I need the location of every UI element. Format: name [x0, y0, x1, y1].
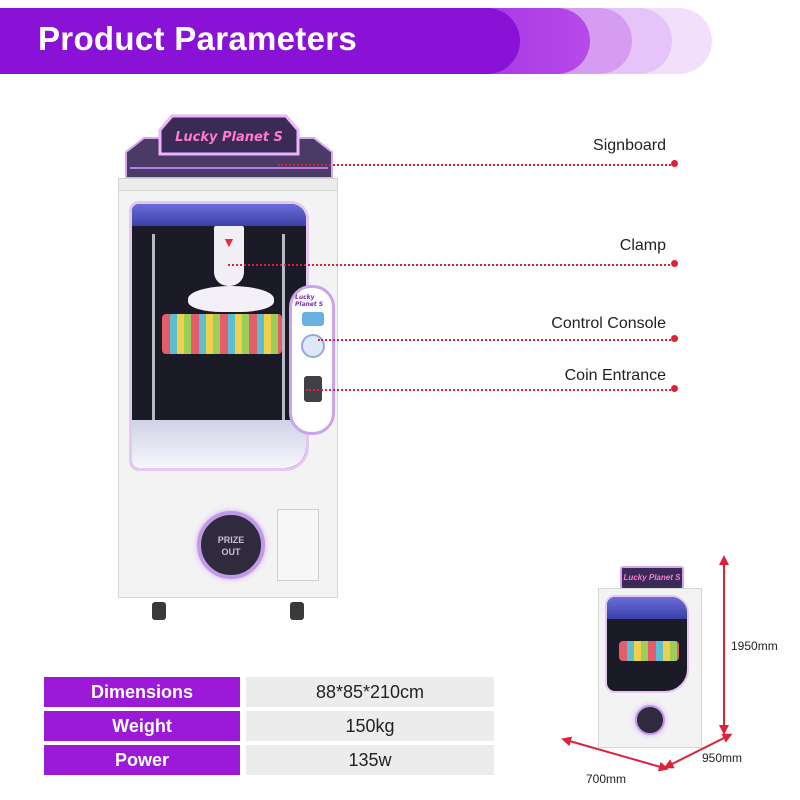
- signboard-graphic: Lucky Planet S: [125, 114, 333, 179]
- width-arrow: [561, 736, 669, 772]
- callout-signboard: Signboard: [593, 137, 666, 154]
- support-pole: [282, 234, 285, 464]
- callout-dot-coin-entrance: [671, 385, 678, 392]
- depth-label: 950mm: [702, 751, 743, 765]
- callout-dot-signboard: [671, 160, 678, 167]
- spec-key: Power: [44, 745, 240, 775]
- spec-value: 150kg: [246, 711, 494, 741]
- spec-key: Dimensions: [44, 677, 240, 707]
- dimension-illustration: Lucky Planet S: [592, 566, 710, 752]
- machine-illustration: Lucky Planet S ▼ Lucky Planet S PRIZE OU…: [116, 108, 340, 628]
- callout-line-signboard: [278, 164, 674, 166]
- mini-prize-row: [619, 641, 679, 661]
- clamp-graphic: [214, 226, 244, 286]
- callout-dot-control-console: [671, 335, 678, 342]
- control-console-graphic: Lucky Planet S: [289, 285, 335, 435]
- console-screen: [302, 312, 324, 326]
- spec-value: 88*85*210cm: [246, 677, 494, 707]
- spec-value: 135w: [246, 745, 494, 775]
- spec-row: Weight 150kg: [44, 711, 494, 741]
- depth-arrow: [663, 733, 733, 769]
- callout-control-console: Control Console: [551, 315, 666, 332]
- console-logo: Lucky Planet S: [295, 294, 324, 308]
- mini-prize-port: [635, 705, 665, 735]
- mini-play-area: [605, 595, 689, 693]
- width-label: 700mm: [586, 772, 627, 786]
- cabinet: ▼ Lucky Planet S PRIZE OUT: [118, 190, 338, 598]
- spec-row: Dimensions 88*85*210cm: [44, 677, 494, 707]
- prize-ring: [188, 286, 274, 312]
- callout-line-clamp: [228, 264, 674, 266]
- support-pole: [152, 234, 155, 464]
- wheel: [290, 602, 304, 620]
- callout-clamp: Clamp: [619, 237, 666, 254]
- play-area: ▼: [129, 201, 309, 471]
- prize-out-label-bottom: OUT: [221, 547, 241, 557]
- service-door: [277, 509, 319, 581]
- mini-signboard-text: Lucky Planet S: [623, 573, 681, 582]
- lower-cabinet: PRIZE OUT: [129, 491, 325, 591]
- prize-out-label-top: PRIZE: [217, 535, 245, 545]
- height-label: 1950mm: [731, 639, 778, 653]
- arrow-down-icon: ▼: [222, 234, 236, 250]
- callout-dot-clamp: [671, 260, 678, 267]
- callout-coin-entrance: Coin Entrance: [564, 367, 666, 384]
- spec-row: Power 135w: [44, 745, 494, 775]
- wheel: [152, 602, 166, 620]
- callout-line-coin-entrance: [306, 389, 674, 391]
- console-button: [301, 334, 325, 358]
- callout-line-control-console: [318, 339, 674, 341]
- banner-main: [0, 8, 520, 74]
- signboard-text: Lucky Planet S: [175, 130, 283, 145]
- page-title: Product Parameters: [38, 20, 358, 57]
- mini-cabinet: [598, 588, 702, 748]
- mini-led-strip: [607, 597, 687, 619]
- prize-plush-row: [162, 314, 282, 354]
- play-floor: [132, 420, 306, 468]
- led-strip: [132, 204, 306, 226]
- prize-out-port: PRIZE OUT: [197, 511, 265, 579]
- header-banner: Product Parameters: [0, 8, 800, 74]
- spec-key: Weight: [44, 711, 240, 741]
